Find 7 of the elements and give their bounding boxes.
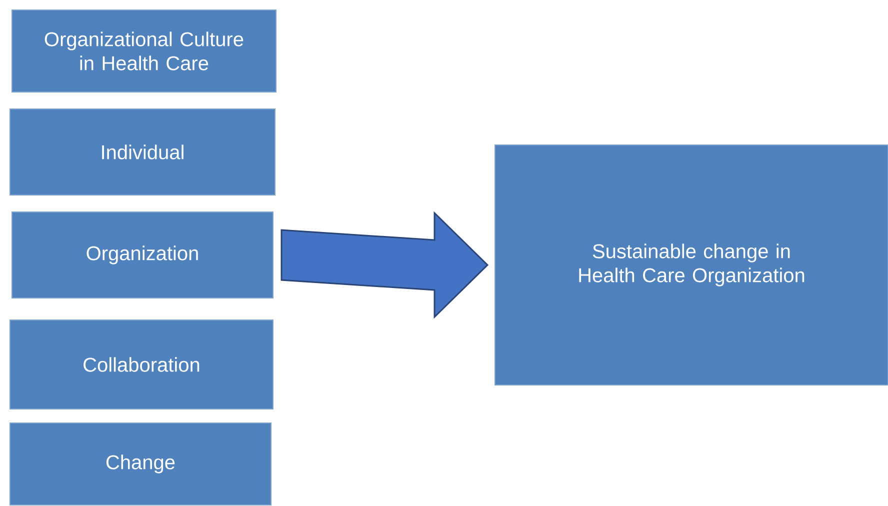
process-box: Collaboration xyxy=(10,320,274,410)
result-box: Sustainable change in Health Care Organization xyxy=(494,144,888,386)
process-box: Organizational Culture in Health Care xyxy=(12,10,276,92)
process-box: Individual xyxy=(10,108,276,196)
process-box: Organization xyxy=(12,212,274,298)
process-box: Change xyxy=(10,422,272,506)
block-arrow xyxy=(280,211,489,319)
